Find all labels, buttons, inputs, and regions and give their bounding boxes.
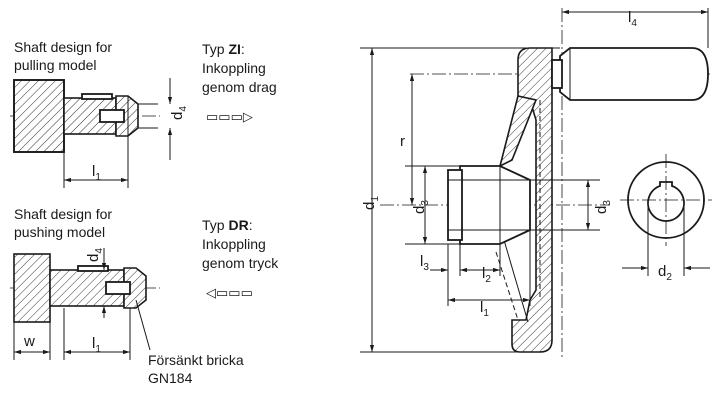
pushing-caption-line2: pushing model xyxy=(14,224,105,240)
pulling-type: Typ ZI: xyxy=(202,41,245,57)
washer-note-line1: Försänkt bricka xyxy=(148,352,244,368)
dim-d3-right: d3 xyxy=(593,200,613,214)
pushing-type: Typ DR: xyxy=(202,217,253,233)
pushing-desc-line2: genom tryck xyxy=(202,255,279,271)
handwheel-section xyxy=(380,8,710,360)
dim-l1-hub: l1 xyxy=(480,299,489,319)
pulling-shaft-body xyxy=(13,79,65,153)
pulling-caption-line1: Shaft design for xyxy=(14,39,112,55)
washer-note-line2: GN184 xyxy=(148,370,193,386)
dim-w: w xyxy=(23,333,35,350)
pulling-shaft-figure xyxy=(10,78,173,188)
handwheel-spoke xyxy=(498,95,538,168)
dim-l2: l2 xyxy=(482,265,491,285)
hub-end-view xyxy=(620,154,712,276)
handwheel-hub xyxy=(459,165,531,245)
handle-pin xyxy=(551,59,563,89)
pulling-desc-line1: Inkoppling xyxy=(202,60,266,76)
dim-d1: d1 xyxy=(361,196,381,210)
pulling-desc-line2: genom drag xyxy=(202,79,277,95)
pushing-shaft-body xyxy=(13,253,51,323)
pushing-shaft-figure xyxy=(10,248,160,360)
handwheel-rim xyxy=(511,47,553,353)
pushing-direction-arrow: ◁▭▭▭ xyxy=(206,285,253,300)
dim-l3: l3 xyxy=(420,253,429,273)
dim-r: r xyxy=(400,133,405,150)
dim-d4-pull: d4 xyxy=(169,106,189,120)
pushing-desc-line1: Inkoppling xyxy=(202,236,266,252)
dim-l1-pull: l1 xyxy=(92,163,101,183)
handle-grip xyxy=(559,47,709,101)
pulling-caption-line2: pulling model xyxy=(14,57,97,73)
dim-l1-push: l1 xyxy=(92,335,101,355)
dim-l4: l4 xyxy=(628,9,637,29)
pushing-caption-line1: Shaft design for xyxy=(14,206,112,222)
pulling-direction-arrow: ▭▭▭▷ xyxy=(206,109,253,124)
dim-d2: d2 xyxy=(658,263,672,283)
dim-d3-left: d3 xyxy=(411,200,431,214)
dim-d4-push: d4 xyxy=(85,248,105,262)
pushing-shaft-head xyxy=(123,267,147,309)
handwheel-dimensions xyxy=(360,8,709,353)
hub-collar xyxy=(447,169,463,241)
